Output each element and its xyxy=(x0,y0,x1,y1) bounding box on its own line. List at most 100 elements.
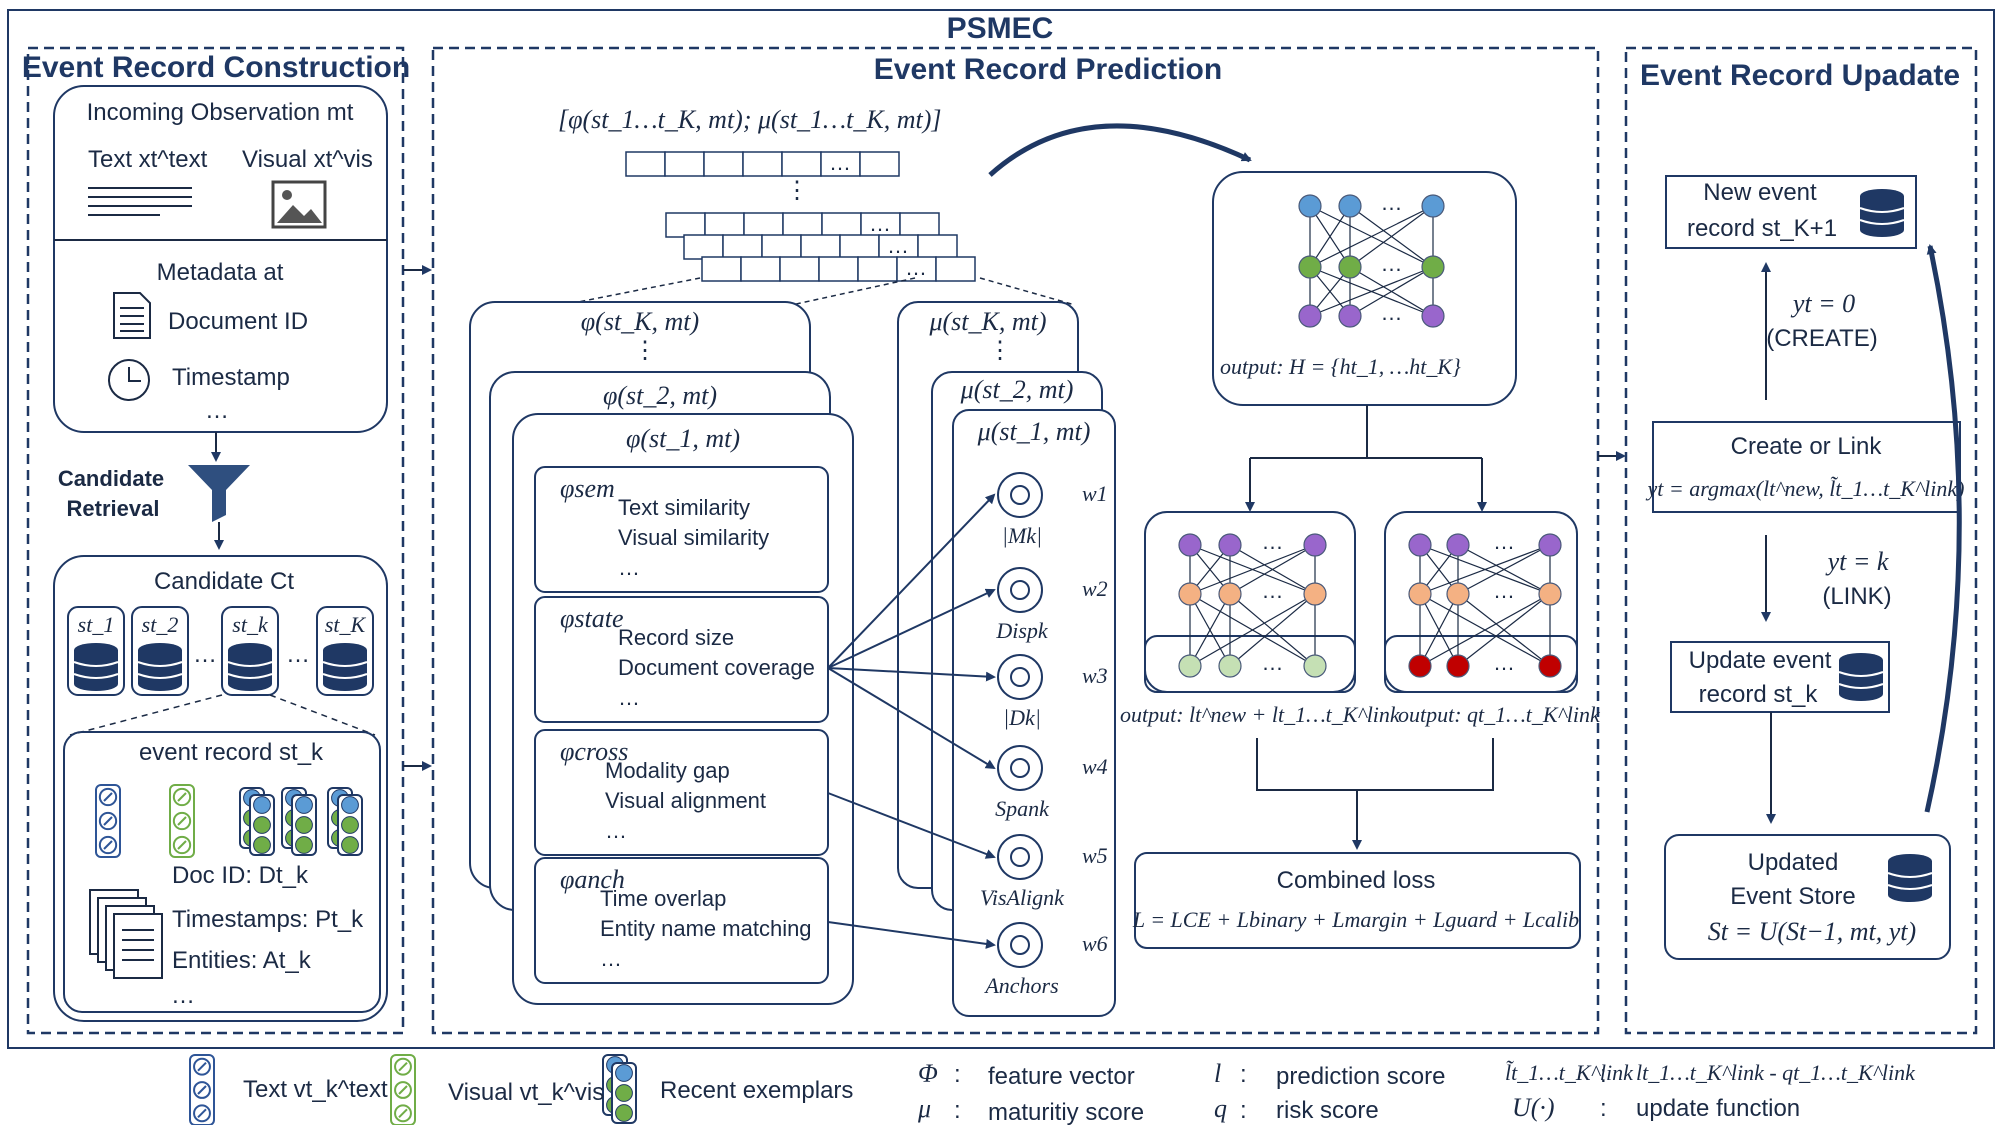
feature-item: Text similarity xyxy=(618,495,750,520)
network-node xyxy=(1218,654,1242,678)
feature-box xyxy=(534,596,829,723)
maturity-label: Dispk xyxy=(995,618,1049,643)
vector-cell xyxy=(935,256,976,282)
feature-item: Visual similarity xyxy=(618,525,769,550)
record-exemplars xyxy=(95,784,363,858)
visual-modality-label: Visual xt^vis xyxy=(242,146,373,173)
vector-cell xyxy=(899,212,940,238)
arrow-to-encoder xyxy=(988,123,1252,177)
candidate-label: Candidate Ct xyxy=(154,568,294,595)
feature-arrow xyxy=(827,921,996,949)
network-ellipsis: … xyxy=(1381,300,1403,325)
maturity-weight: w2 xyxy=(1082,576,1108,601)
concat-label: [φ(st_1…t_K, mt); μ(st_1…t_K, mt)] xyxy=(558,105,942,134)
mu-2-label: μ(st_2, mt) xyxy=(960,375,1074,404)
network-ellipsis: … xyxy=(1262,529,1284,554)
vector-cell-ellipsis: … xyxy=(869,211,891,236)
output-l-label: output: lt^new + lt_1…t_K^link xyxy=(1120,702,1401,727)
network-node xyxy=(1446,533,1470,557)
new-record-label-2: record st_K+1 xyxy=(1687,215,1837,242)
legend-u-symbol: U(·) xyxy=(1512,1093,1555,1122)
entities-label: Entities: At_k xyxy=(172,947,312,974)
construction-section xyxy=(26,46,405,1035)
network-node xyxy=(1421,304,1445,328)
risk-head-network: ……… xyxy=(1408,529,1562,678)
network-node xyxy=(1178,533,1202,557)
exemplar-slash xyxy=(177,840,187,850)
zoom-line-right xyxy=(269,694,376,736)
exemplar-slash xyxy=(398,1061,408,1072)
incoming-label: Incoming Observation mt xyxy=(87,99,354,126)
text-lines-icon xyxy=(88,187,192,216)
network-node xyxy=(1298,304,1322,328)
exemplar-slash xyxy=(398,1108,408,1119)
feature-name: φanch xyxy=(560,865,625,894)
store-feedback-arrow xyxy=(1924,244,1962,813)
legend-colon-4: : xyxy=(1240,1097,1247,1124)
feature-name: φstate xyxy=(560,604,624,633)
network-node xyxy=(1178,582,1202,606)
prediction-title: Event Record Prediction xyxy=(874,53,1222,86)
maturity-label: |Mk| xyxy=(1002,523,1042,548)
network-edge xyxy=(1189,593,1316,667)
outer-frame xyxy=(7,9,1995,1049)
feature-item: Visual alignment xyxy=(605,788,766,813)
exemplar-dot xyxy=(253,796,271,814)
exemplar-slash xyxy=(197,1108,207,1119)
feature-arrow xyxy=(827,792,996,859)
incoming-observation-box xyxy=(53,85,388,433)
vector-cell xyxy=(820,151,861,177)
exemplar-slash xyxy=(177,816,187,826)
maturity-label: Anchors xyxy=(983,973,1058,998)
maturity-weight: w4 xyxy=(1082,754,1108,779)
network-ellipsis: … xyxy=(1381,190,1403,215)
network-edge xyxy=(1189,544,1316,595)
prediction-section xyxy=(431,46,1600,1035)
metadata-ellipsis: … xyxy=(205,397,229,424)
metadata-label: Metadata at xyxy=(157,259,284,286)
vector-cell xyxy=(761,234,802,260)
network-node xyxy=(1303,654,1327,678)
maturity-label: VisAlignk xyxy=(980,885,1065,910)
encoder-box xyxy=(1212,171,1517,406)
new-record-label: New event xyxy=(1703,179,1817,206)
maturity-icon xyxy=(997,654,1043,700)
network-node xyxy=(1338,255,1362,279)
legend-phi-symbol: Φ xyxy=(918,1059,938,1088)
update-record-db-icon xyxy=(1838,652,1884,702)
document-id-label: Document ID xyxy=(168,308,308,335)
database-icon xyxy=(137,642,183,692)
network-edge xyxy=(1419,593,1551,667)
image-icon xyxy=(271,180,327,229)
network-edge xyxy=(1457,593,1551,667)
vector-cell xyxy=(701,256,742,282)
network-edge xyxy=(1309,266,1434,317)
network-edge xyxy=(1349,266,1434,317)
vector-cell xyxy=(839,234,880,260)
maturity-icon-inner xyxy=(1010,935,1030,955)
network-ellipsis: … xyxy=(1262,578,1284,603)
update-record-label: Update event xyxy=(1689,647,1832,674)
candidate-box xyxy=(53,555,388,1022)
vector-cell xyxy=(800,234,841,260)
store-formula: St = U(St−1, mt, yt) xyxy=(1708,917,1916,946)
legend-mu-desc: maturitiy score xyxy=(988,1099,1144,1125)
network-edge xyxy=(1189,593,1231,667)
legend-colon-3: : xyxy=(1240,1061,1247,1088)
maturity-label: Spank xyxy=(995,796,1050,821)
network-edge xyxy=(1229,544,1316,595)
candidate-retrieval-label-1: Candidate xyxy=(58,466,164,491)
vector-cell xyxy=(859,151,900,177)
network-node xyxy=(1538,582,1562,606)
mu-K-label: μ(st_K, mt) xyxy=(928,307,1046,336)
network-edge xyxy=(1419,593,1459,667)
mu-1-label: μ(st_1, mt) xyxy=(977,417,1091,446)
output-H-label: output: H = {ht_1, …ht_K} xyxy=(1220,354,1461,379)
vector-cell xyxy=(781,151,822,177)
feature-arrow xyxy=(827,493,996,669)
vector-cell xyxy=(782,212,823,238)
network-node xyxy=(1178,654,1202,678)
feature-arrow xyxy=(827,667,996,682)
exemplar-dot xyxy=(341,816,359,834)
